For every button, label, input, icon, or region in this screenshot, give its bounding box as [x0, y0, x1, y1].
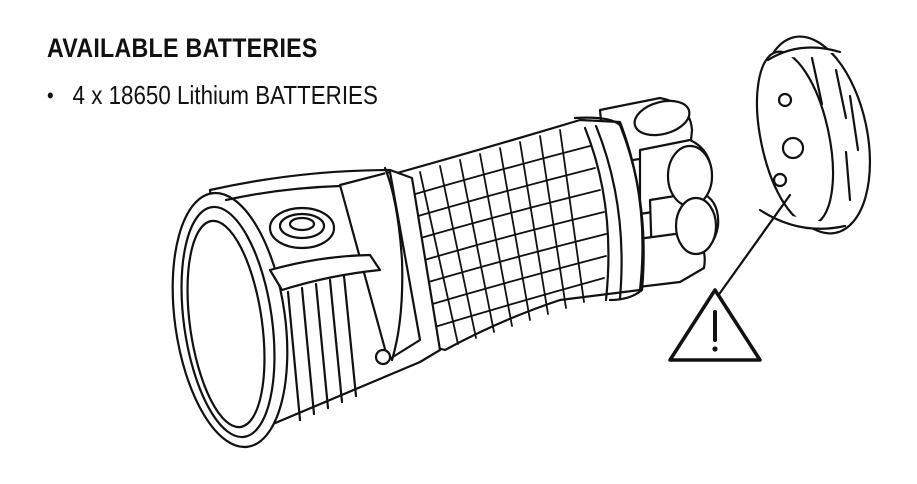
- battery-list: • 4 x 18650 Lithium BATTERIES: [47, 80, 432, 111]
- grip-tube: [388, 116, 645, 352]
- list-item: • 4 x 18650 Lithium BATTERIES: [47, 80, 378, 111]
- battery-item-text: 4 x 18650 Lithium BATTERIES: [72, 80, 378, 110]
- pointer-line: [713, 193, 792, 302]
- battery-cells: [598, 96, 720, 290]
- tail-cap: [755, 35, 872, 235]
- warning-triangle-icon: [668, 288, 762, 362]
- section-heading: AVAILABLE BATTERIES: [47, 33, 318, 63]
- flashlight-head: [171, 166, 442, 449]
- bullet-icon: •: [47, 82, 54, 108]
